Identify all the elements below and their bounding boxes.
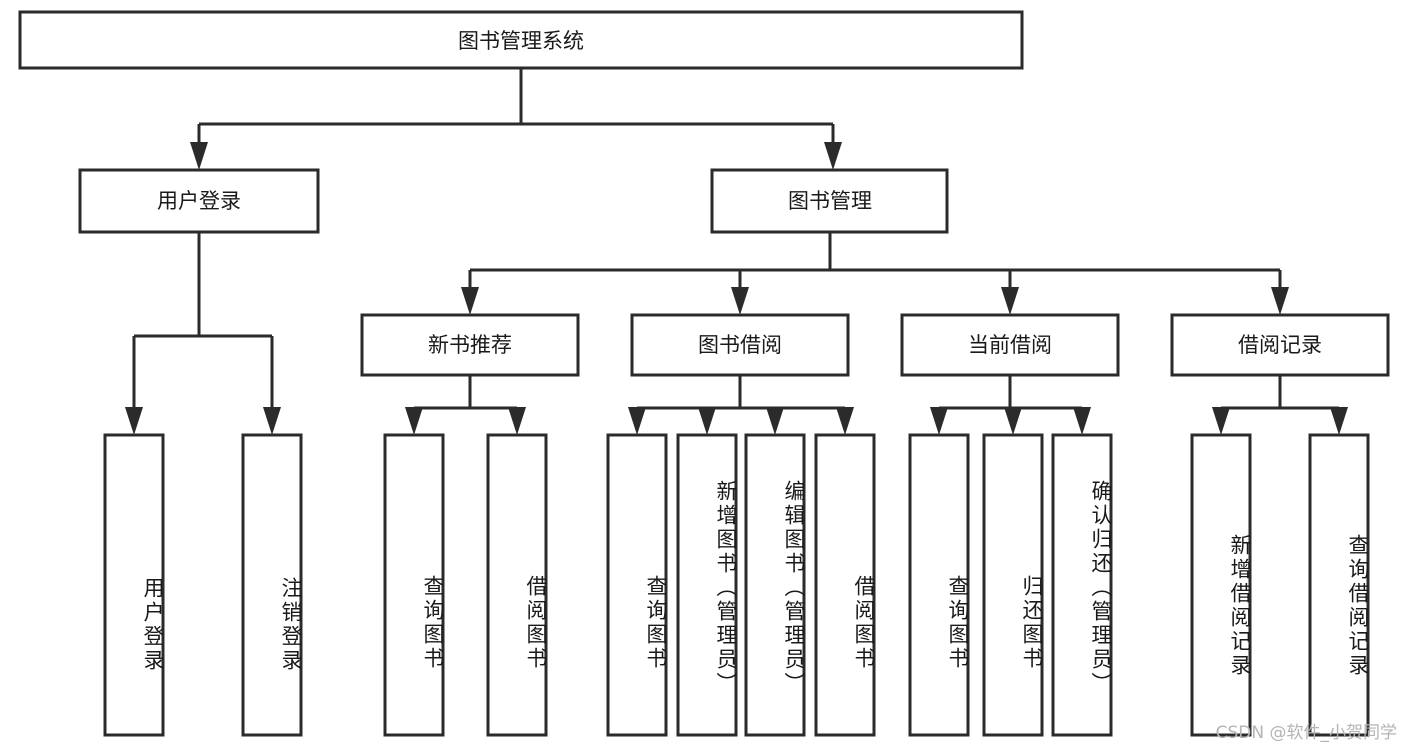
node-root-box[interactable] bbox=[18, 10, 1024, 70]
arrowhead-to-book-mgmt bbox=[824, 142, 842, 170]
connector-user-login-trunk bbox=[132, 232, 274, 412]
node-borrow-record[interactable]: 借阅记录 bbox=[1170, 313, 1390, 377]
arrowhead-to-leaf-rec-query-record bbox=[1330, 407, 1348, 435]
arrowhead-to-leaf-user-login bbox=[125, 407, 143, 435]
connector-root-trunk bbox=[197, 68, 835, 148]
node-root-label: 图书管理系统 bbox=[458, 29, 584, 53]
node-user-login-box[interactable] bbox=[78, 168, 320, 234]
node-user-login[interactable]: 用户登录 bbox=[78, 168, 320, 234]
node-user-login-label: 用户登录 bbox=[157, 189, 241, 213]
arrowhead-to-leaf-rec-add-record bbox=[1212, 407, 1230, 435]
node-leaf-borrow-edit-book-box[interactable] bbox=[744, 433, 806, 737]
arrowhead-to-leaf-borrow-query-book bbox=[628, 407, 646, 435]
node-leaf-rec-borrow-book-box[interactable] bbox=[486, 433, 548, 737]
arrowhead-to-user-login bbox=[190, 142, 208, 170]
node-leaf-cur-confirm-return-box[interactable] bbox=[1051, 433, 1113, 737]
node-leaf-borrow-add-book-box[interactable] bbox=[676, 433, 738, 737]
node-leaf-rec-add-record-box[interactable] bbox=[1190, 433, 1252, 737]
node-current-borrow-label: 当前借阅 bbox=[968, 333, 1052, 357]
csdn-watermark: CSDN @软件_小贺同学 bbox=[1215, 723, 1397, 743]
connector-book-mgmt-trunk bbox=[468, 232, 1282, 292]
node-current-borrow-box[interactable] bbox=[900, 313, 1120, 377]
node-leaf-cur-return-book-box[interactable] bbox=[982, 433, 1044, 737]
node-leaf-user-logout-box[interactable] bbox=[241, 433, 303, 737]
connector-book-borrow-trunk bbox=[635, 375, 847, 412]
node-new-book-rec[interactable]: 新书推荐 bbox=[360, 313, 580, 377]
node-leaf-rec-query-book-box[interactable] bbox=[383, 433, 445, 737]
arrowhead-to-leaf-cur-query-book bbox=[930, 407, 948, 435]
node-book-borrow[interactable]: 图书借阅 bbox=[630, 313, 850, 377]
connector-new-book-rec-trunk bbox=[412, 375, 519, 412]
node-leaf-user-login-box[interactable] bbox=[103, 433, 165, 737]
node-book-borrow-box[interactable] bbox=[630, 313, 850, 377]
arrowhead-to-leaf-borrow-edit-book bbox=[766, 407, 784, 435]
arrowhead-to-book-borrow bbox=[731, 287, 749, 315]
arrowhead-to-leaf-borrow-lend-book bbox=[836, 407, 854, 435]
connector-current-borrow-trunk bbox=[937, 375, 1084, 412]
arrowhead-to-current-borrow bbox=[1001, 287, 1019, 315]
node-borrow-record-label: 借阅记录 bbox=[1238, 333, 1322, 357]
arrowhead-to-new-book-rec bbox=[461, 287, 479, 315]
connector-layer bbox=[125, 68, 1348, 435]
arrowhead-to-leaf-user-logout bbox=[263, 407, 281, 435]
arrowhead-to-leaf-borrow-add-book bbox=[698, 407, 716, 435]
leaf-box-layer bbox=[103, 433, 1370, 737]
arrowhead-to-leaf-rec-query-book bbox=[405, 407, 423, 435]
arrowhead-to-leaf-cur-return-book bbox=[1004, 407, 1022, 435]
node-root[interactable]: 图书管理系统 bbox=[18, 10, 1024, 70]
arrowhead-to-leaf-rec-borrow-book bbox=[508, 407, 526, 435]
arrowhead-to-borrow-record bbox=[1271, 287, 1289, 315]
node-borrow-record-box[interactable] bbox=[1170, 313, 1390, 377]
node-leaf-borrow-query-book-box[interactable] bbox=[606, 433, 668, 737]
node-book-mgmt[interactable]: 图书管理 bbox=[710, 168, 949, 234]
node-new-book-rec-label: 新书推荐 bbox=[428, 333, 512, 357]
node-new-book-rec-box[interactable] bbox=[360, 313, 580, 377]
node-leaf-rec-query-record-box[interactable] bbox=[1308, 433, 1370, 737]
node-book-mgmt-box[interactable] bbox=[710, 168, 949, 234]
node-book-mgmt-label: 图书管理 bbox=[788, 189, 872, 213]
node-leaf-cur-query-book-box[interactable] bbox=[908, 433, 970, 737]
arrowhead-to-leaf-cur-confirm-return bbox=[1073, 407, 1091, 435]
node-book-borrow-label: 图书借阅 bbox=[698, 333, 782, 357]
node-leaf-borrow-lend-book-box[interactable] bbox=[814, 433, 876, 737]
connector-borrow-record-trunk bbox=[1219, 375, 1341, 412]
node-current-borrow[interactable]: 当前借阅 bbox=[900, 313, 1120, 377]
